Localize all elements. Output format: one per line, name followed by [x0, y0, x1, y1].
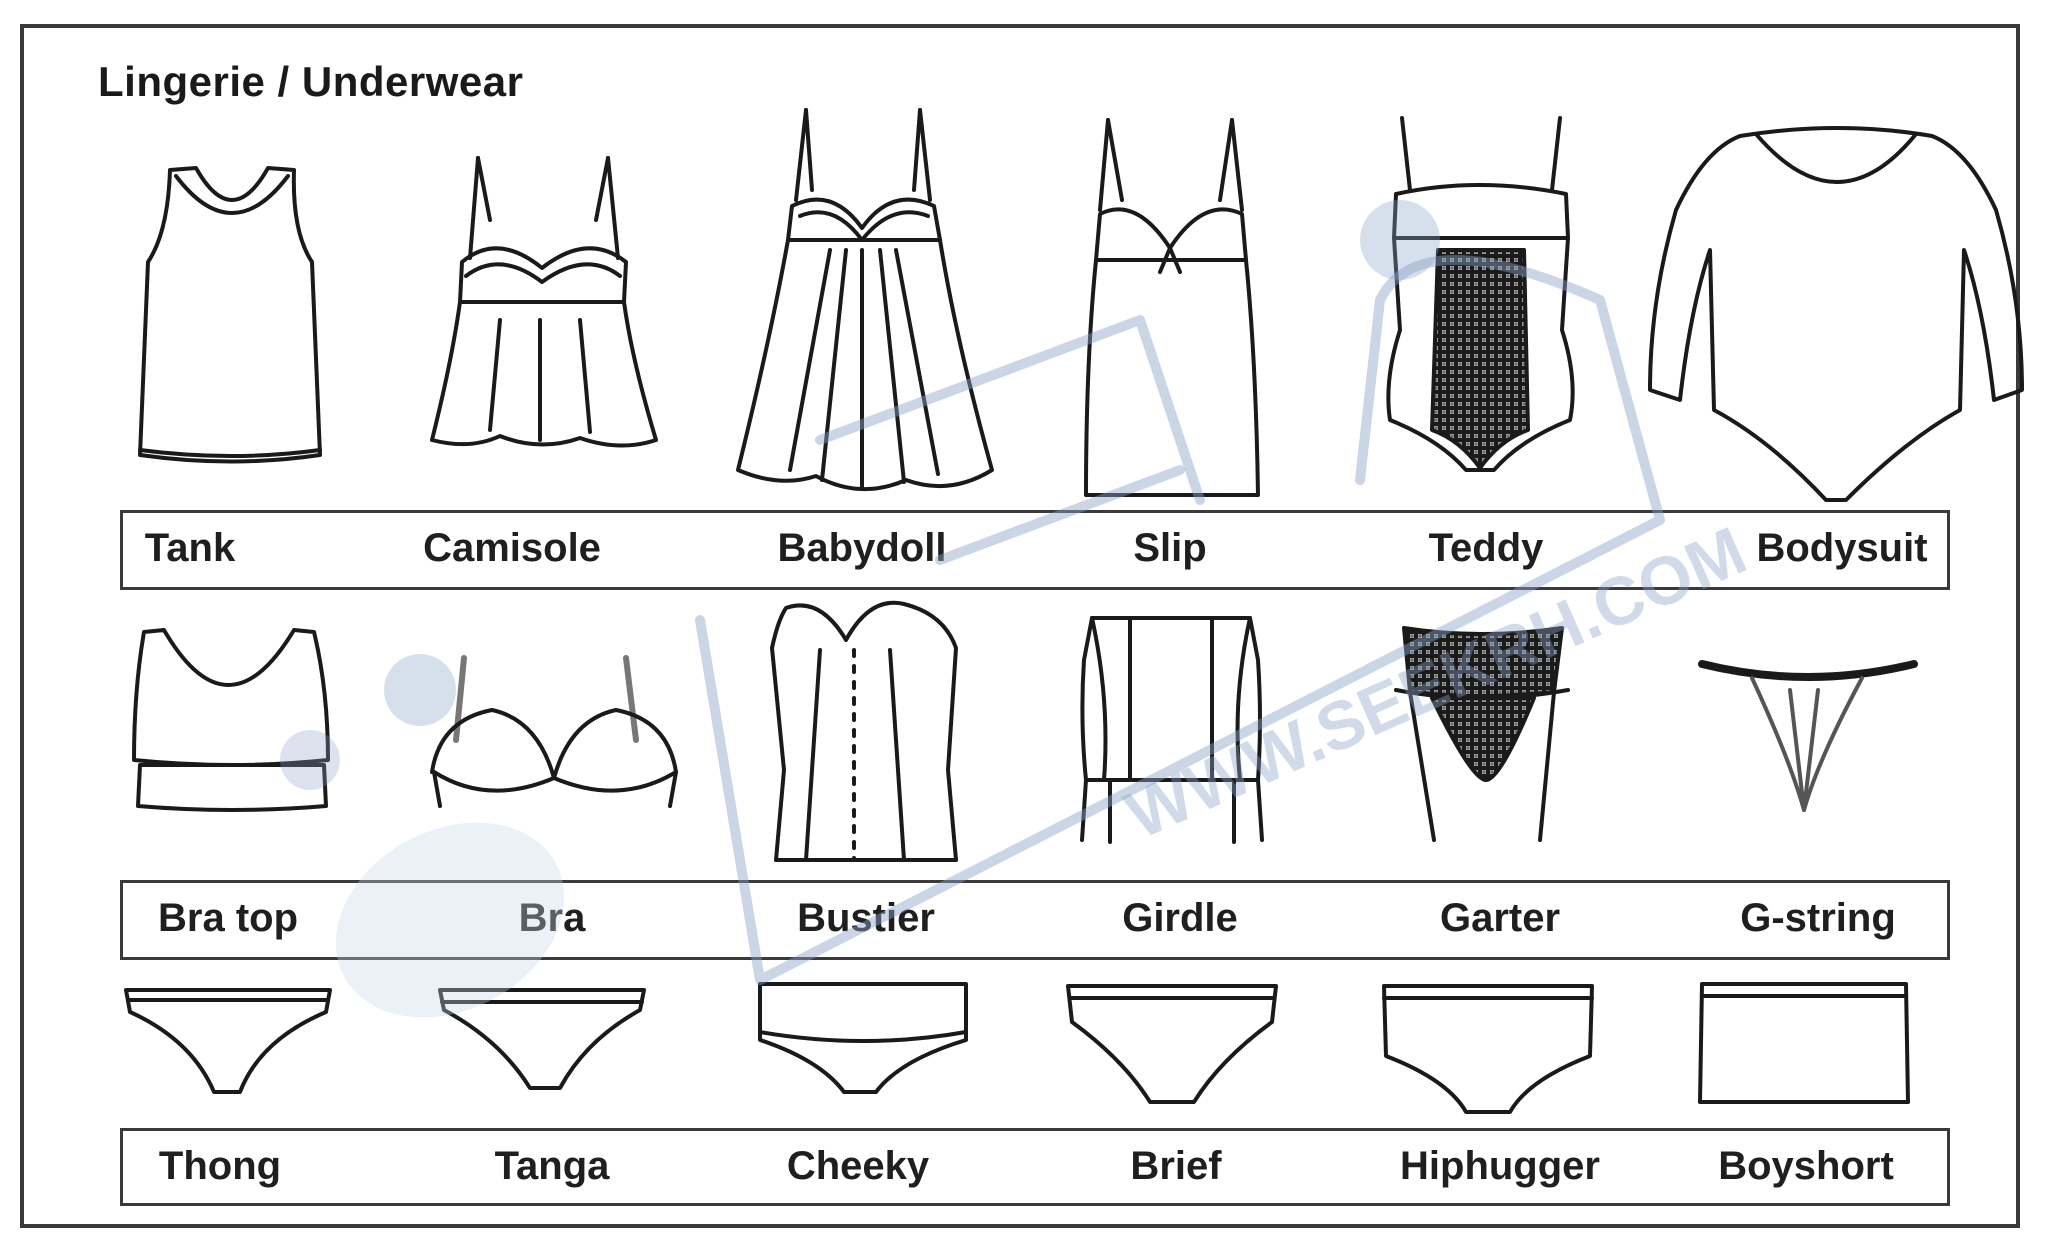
label-hiphugger: Hiphugger: [1400, 1144, 1600, 1188]
slip-icon: [1084, 118, 1260, 497]
label-babydoll: Babydoll: [777, 526, 947, 570]
label-tanga: Tanga: [494, 1144, 610, 1188]
bra-icon: [430, 655, 678, 808]
brief-icon: [1066, 984, 1278, 1104]
camisole-icon: [430, 156, 658, 448]
babydoll-icon: [736, 108, 994, 491]
girdle-icon: [1080, 616, 1264, 844]
tank-top-icon: [138, 166, 322, 464]
label-bar-row-3: [120, 1128, 1950, 1206]
diagram-title: Lingerie / Underwear: [98, 58, 524, 105]
label-cheeky: Cheeky: [786, 1144, 930, 1188]
label-boyshort: Boyshort: [1718, 1144, 1894, 1188]
hiphugger-icon: [1382, 984, 1594, 1114]
diagram-frame: [20, 24, 2020, 1228]
bustier-icon: [770, 600, 958, 862]
label-brief: Brief: [1130, 1144, 1222, 1188]
tanga-icon: [438, 988, 646, 1090]
label-bar-row-2: [120, 880, 1950, 960]
label-bra: Bra: [518, 896, 586, 940]
label-slip: Slip: [1133, 526, 1207, 570]
thong-icon: [124, 988, 332, 1094]
cheeky-icon: [758, 982, 968, 1094]
label-tank: Tank: [144, 526, 236, 570]
label-bra-top: Bra top: [158, 896, 298, 940]
label-girdle: Girdle: [1122, 896, 1238, 940]
garter-icon: [1394, 626, 1570, 842]
label-garter: Garter: [1439, 896, 1561, 940]
label-teddy: Teddy: [1428, 526, 1544, 570]
bra-top-icon: [132, 628, 330, 812]
teddy-icon: [1386, 116, 1575, 472]
g-string-icon: [1698, 660, 1918, 812]
label-bar-row-1: [120, 510, 1950, 590]
label-g-string: G-string: [1740, 896, 1896, 940]
bodysuit-icon: [1648, 126, 2024, 502]
label-camisole: Camisole: [423, 526, 601, 570]
label-bodysuit: Bodysuit: [1756, 526, 1928, 570]
label-bustier: Bustier: [797, 896, 935, 940]
boyshort-icon: [1698, 982, 1910, 1104]
label-thong: Thong: [158, 1144, 282, 1188]
